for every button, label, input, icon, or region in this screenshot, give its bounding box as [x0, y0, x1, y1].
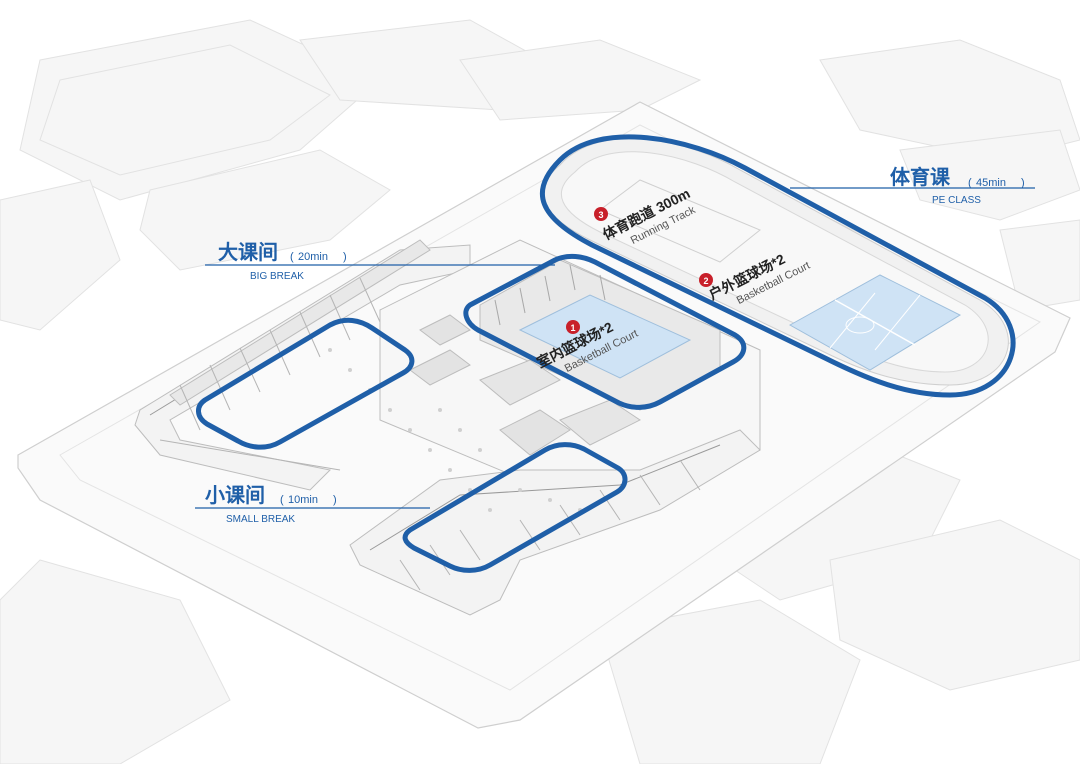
small-break-paren-open: (	[280, 494, 284, 506]
small-break-paren-close: )	[333, 494, 337, 506]
pe-class-paren-close: )	[1021, 177, 1025, 189]
big-break-title: 大课间	[218, 241, 278, 264]
big-break-label: 大课间 ( 20min ) BIG BREAK	[218, 241, 347, 282]
small-break-subtitle: SMALL BREAK	[226, 514, 295, 525]
small-break-label: 小课间 ( 10min ) SMALL BREAK	[205, 484, 337, 525]
pe-class-paren-open: (	[968, 177, 972, 189]
pe-class-duration: 45min	[976, 177, 1006, 189]
facility-3-badge	[594, 207, 608, 221]
big-break-paren-open: (	[290, 251, 294, 263]
context-buildings	[0, 19, 1080, 765]
indoor-court-zone-outline	[463, 253, 747, 410]
facility-3-number: 3	[598, 210, 603, 220]
big-break-paren-close: )	[343, 251, 347, 263]
small-break-title: 小课间	[205, 484, 265, 507]
facility-1-number: 1	[570, 323, 575, 333]
big-break-zone-outline	[196, 317, 415, 450]
pe-class-title: 体育课	[890, 165, 951, 189]
outdoor-basketball-courts	[788, 274, 962, 371]
pe-class-zone-outline	[540, 134, 1016, 398]
pe-class-subtitle: PE CLASS	[932, 195, 981, 206]
facility-1-badge	[566, 320, 580, 334]
big-break-duration: 20min	[298, 251, 328, 263]
facility-2-number: 2	[703, 276, 708, 286]
leader-lines	[195, 187, 1035, 509]
big-break-subtitle: BIG BREAK	[250, 271, 304, 282]
highlight-zones	[196, 134, 1016, 573]
pe-class-label: 体育课 ( 45min ) PE CLASS	[890, 165, 1025, 206]
small-break-zone-outline	[402, 442, 628, 573]
facility-2-badge	[699, 273, 713, 287]
small-break-duration: 10min	[288, 494, 318, 506]
